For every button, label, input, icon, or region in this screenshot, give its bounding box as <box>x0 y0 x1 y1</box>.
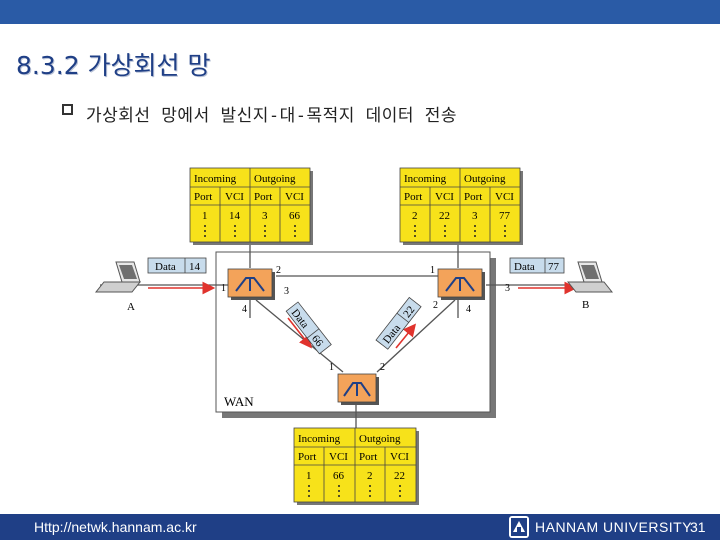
cell-out-port: 2 <box>367 470 373 482</box>
header-incoming: Incoming <box>194 173 237 185</box>
arrow-down-to-switch <box>287 317 312 349</box>
frame-down: Data 66 <box>285 301 332 355</box>
switch-left-icon <box>227 268 275 300</box>
cell-in-vci: 66 <box>333 470 345 482</box>
bullet-square-icon <box>62 104 73 115</box>
col-port: Port <box>359 451 377 463</box>
port-label: 1 <box>430 265 435 276</box>
port-label: 2 <box>380 362 385 373</box>
table-left: Incoming Outgoing Port VCI Port VCI 1 14… <box>189 167 313 245</box>
frame-to-b: Data 77 <box>509 257 565 274</box>
frame-from-a: Data 14 <box>147 257 207 274</box>
col-vci: VCI <box>495 191 514 203</box>
port-label: 4 <box>242 304 247 315</box>
cell-in-vci: 14 <box>229 210 241 222</box>
frame-data-label: Data <box>514 261 535 273</box>
cell-out-port: 3 <box>262 210 268 222</box>
col-vci: VCI <box>435 191 454 203</box>
cell-in-port: 1 <box>306 470 312 482</box>
frame-data-label: Data <box>155 261 176 273</box>
port-label: 1 <box>329 362 334 373</box>
col-port: Port <box>464 191 482 203</box>
header-incoming: Incoming <box>298 433 341 445</box>
header-outgoing: Outgoing <box>359 433 401 445</box>
laptop-b-icon: B <box>566 261 614 311</box>
col-vci: VCI <box>329 451 348 463</box>
switch-right-icon <box>437 268 485 300</box>
slide-title: 8.3.2 가상회선 망 <box>16 51 211 80</box>
laptop-a-icon: A <box>94 261 142 313</box>
cell-in-port: 1 <box>202 210 208 222</box>
frame-vci: 14 <box>189 261 201 273</box>
port-label: 1 <box>221 283 226 294</box>
header-outgoing: Outgoing <box>254 173 296 185</box>
cell-in-vci: 22 <box>439 210 450 222</box>
footer-url[interactable]: Http://netwk.hannam.ac.kr <box>34 519 197 535</box>
port-label: 3 <box>505 283 510 294</box>
top-accent-bar <box>0 0 720 24</box>
port-label: 4 <box>466 304 471 315</box>
bullet-text: 가상회선 망에서 발신지-대-목적지 데이터 전송 <box>86 106 458 126</box>
page-number: 31 <box>690 519 706 535</box>
footer-bar <box>0 514 720 540</box>
wan-label: WAN <box>224 394 254 409</box>
header-incoming: Incoming <box>404 173 447 185</box>
port-label: 3 <box>284 286 289 297</box>
col-port: Port <box>404 191 422 203</box>
col-port: Port <box>194 191 212 203</box>
table-right: Incoming Outgoing Port VCI Port VCI 2 22… <box>399 167 523 245</box>
table-bottom: Incoming Outgoing Port VCI Port VCI 1 66… <box>293 427 419 505</box>
flow-arrows <box>148 281 578 349</box>
cell-out-port: 3 <box>472 210 478 222</box>
port-label: 2 <box>276 265 281 276</box>
host-a-label: A <box>127 301 135 313</box>
cell-out-vci: 77 <box>499 210 511 222</box>
cell-out-vci: 66 <box>289 210 301 222</box>
col-vci: VCI <box>285 191 304 203</box>
col-port: Port <box>254 191 272 203</box>
switch-bottom-icon <box>337 373 379 405</box>
header-outgoing: Outgoing <box>464 173 506 185</box>
col-vci: VCI <box>225 191 244 203</box>
cell-out-vci: 22 <box>394 470 405 482</box>
port-labels: 1 2 3 4 1 2 3 4 1 2 <box>221 265 510 373</box>
host-b-label: B <box>582 299 589 311</box>
arrow-up-to-switch <box>395 323 417 349</box>
col-vci: VCI <box>390 451 409 463</box>
footer-university: HANNAM UNIVERSITY <box>535 519 693 535</box>
port-label: 2 <box>433 300 438 311</box>
cell-in-port: 2 <box>412 210 418 222</box>
university-logo-icon <box>509 516 529 538</box>
frame-vci: 77 <box>548 261 560 273</box>
col-port: Port <box>298 451 316 463</box>
